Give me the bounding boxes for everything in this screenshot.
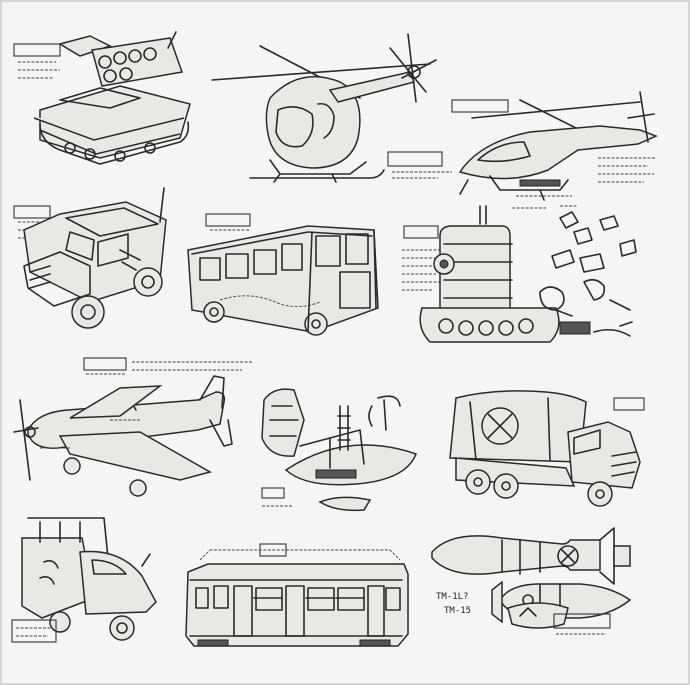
bus-drawing xyxy=(187,213,379,336)
missile-tank-drawing xyxy=(33,31,191,165)
military-truck-drawing xyxy=(449,390,645,507)
attack-helicopter-drawing xyxy=(451,91,658,201)
missile-label-tm-1l: TM-1L? xyxy=(436,592,469,602)
fighter-plane-drawing xyxy=(13,357,252,497)
note-missile-tank xyxy=(13,43,61,79)
turret-robot-tank-drawing xyxy=(402,205,637,343)
hovercraft-drawing xyxy=(261,388,417,512)
missile-label-tm-15: TM-15 xyxy=(444,606,472,616)
observation-helicopter-drawing xyxy=(211,33,452,183)
subway-car-drawing xyxy=(185,543,409,647)
armored-jeep-drawing xyxy=(13,187,167,329)
missiles-drawing xyxy=(431,527,632,635)
three-wheel-truck-drawing xyxy=(11,517,157,643)
